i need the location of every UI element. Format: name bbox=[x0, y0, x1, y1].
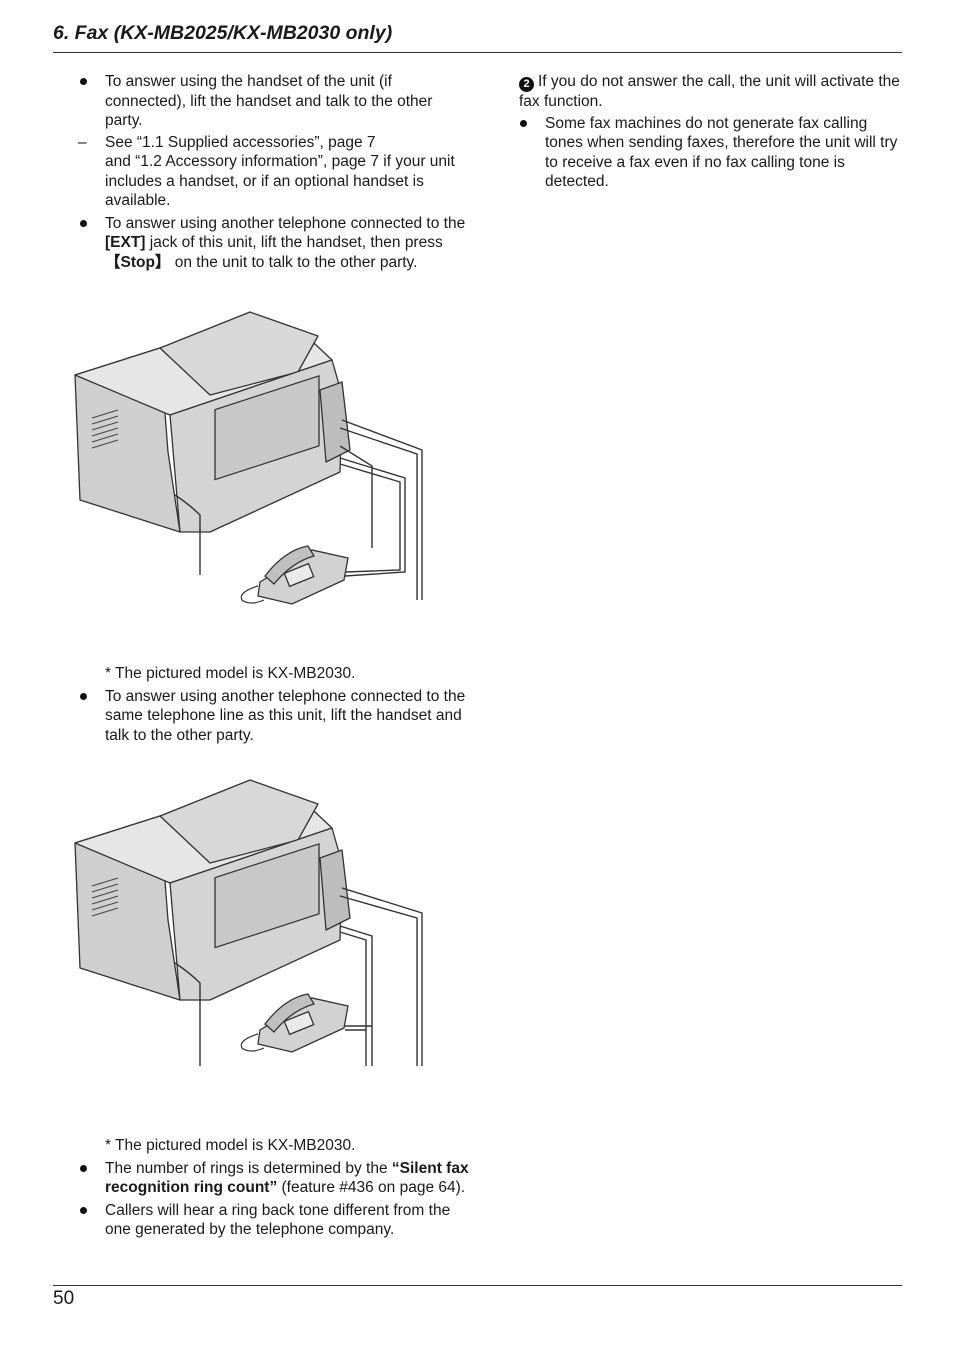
cable-line bbox=[339, 419, 423, 600]
bullet-text: Callers will hear a ring back tone diffe… bbox=[105, 1201, 451, 1239]
bullet-text-c: on the unit to talk to the other party. bbox=[170, 253, 418, 271]
page-number: 50 bbox=[53, 1288, 75, 1309]
bullet-text-a: The number of rings is determined by the bbox=[105, 1159, 392, 1177]
cable-power bbox=[174, 962, 201, 1066]
dash-text-line2: and “1.2 Accessory information”, page 7 … bbox=[105, 153, 455, 209]
phone-cord bbox=[240, 585, 265, 604]
bullet-ext-telephone: To answer using another telephone connec… bbox=[53, 214, 473, 273]
ext-jack-label: [EXT] bbox=[105, 234, 146, 251]
bullet-fax-tones: Some fax machines do not generate fax ca… bbox=[519, 114, 909, 192]
dash-see-accessories: – See “1.1 Supplied accessories”, page 7… bbox=[53, 133, 473, 211]
header-rule bbox=[53, 52, 902, 53]
feature-name: “Silent fax recognition ring count” bbox=[105, 1159, 469, 1197]
rear-tray bbox=[214, 843, 320, 949]
dash-text-line1: See “1.1 Supplied accessories”, page 7 bbox=[105, 133, 376, 151]
left-column-bottom: * The pictured model is KX-MB2030. The n… bbox=[53, 1136, 473, 1240]
left-column-top: To answer using the handset of the unit … bbox=[53, 72, 473, 272]
footer-rule bbox=[53, 1285, 902, 1286]
adf-cover bbox=[159, 779, 319, 864]
figure-extension-telephone bbox=[74, 311, 423, 605]
side-panel bbox=[319, 381, 351, 463]
dash-mark: – bbox=[78, 133, 87, 151]
step-number-icon: 2 bbox=[519, 77, 534, 92]
left-column-middle: * The pictured model is KX-MB2030. To an… bbox=[53, 664, 473, 745]
bullet-text-b: jack of this unit, lift the handset, the… bbox=[145, 234, 443, 251]
cable-power bbox=[174, 494, 201, 575]
side-panel bbox=[319, 849, 351, 931]
figure-note: * The pictured model is KX-MB2030. bbox=[105, 1137, 356, 1154]
bullet-handset: To answer using the handset of the unit … bbox=[53, 72, 473, 131]
bullet-text-a: To answer using another telephone connec… bbox=[105, 214, 466, 232]
cable-line bbox=[339, 887, 423, 1066]
bullet-ring-count: The number of rings is determined by the… bbox=[53, 1159, 473, 1198]
bullet-text: To answer using the handset of the unit … bbox=[105, 73, 433, 129]
stop-button-label: 【Stop】 bbox=[105, 253, 171, 271]
bullet-text: Some fax machines do not generate fax ca… bbox=[545, 114, 898, 191]
adf-cover bbox=[159, 311, 319, 396]
figure-same-line-telephone bbox=[74, 779, 423, 1066]
bullet-text-b: (feature #436 on page 64). bbox=[277, 1179, 466, 1196]
figure-note: * The pictured model is KX-MB2030. bbox=[105, 665, 356, 682]
bullet-text: To answer using another telephone connec… bbox=[105, 687, 466, 744]
rear-tray bbox=[214, 375, 320, 481]
phone-cord bbox=[240, 1033, 265, 1052]
bullet-same-line: To answer using another telephone connec… bbox=[53, 687, 473, 746]
section-title: 6. Fax (KX-MB2025/KX-MB2030 only) bbox=[53, 22, 393, 44]
same-line-telephone bbox=[257, 993, 349, 1053]
extension-telephone bbox=[257, 545, 349, 605]
cable-small bbox=[339, 445, 373, 548]
cable-splitter bbox=[339, 925, 373, 1066]
bullet-ring-back-tone: Callers will hear a ring back tone diffe… bbox=[53, 1201, 473, 1240]
step-text: If you do not answer the call, the unit … bbox=[519, 73, 900, 110]
